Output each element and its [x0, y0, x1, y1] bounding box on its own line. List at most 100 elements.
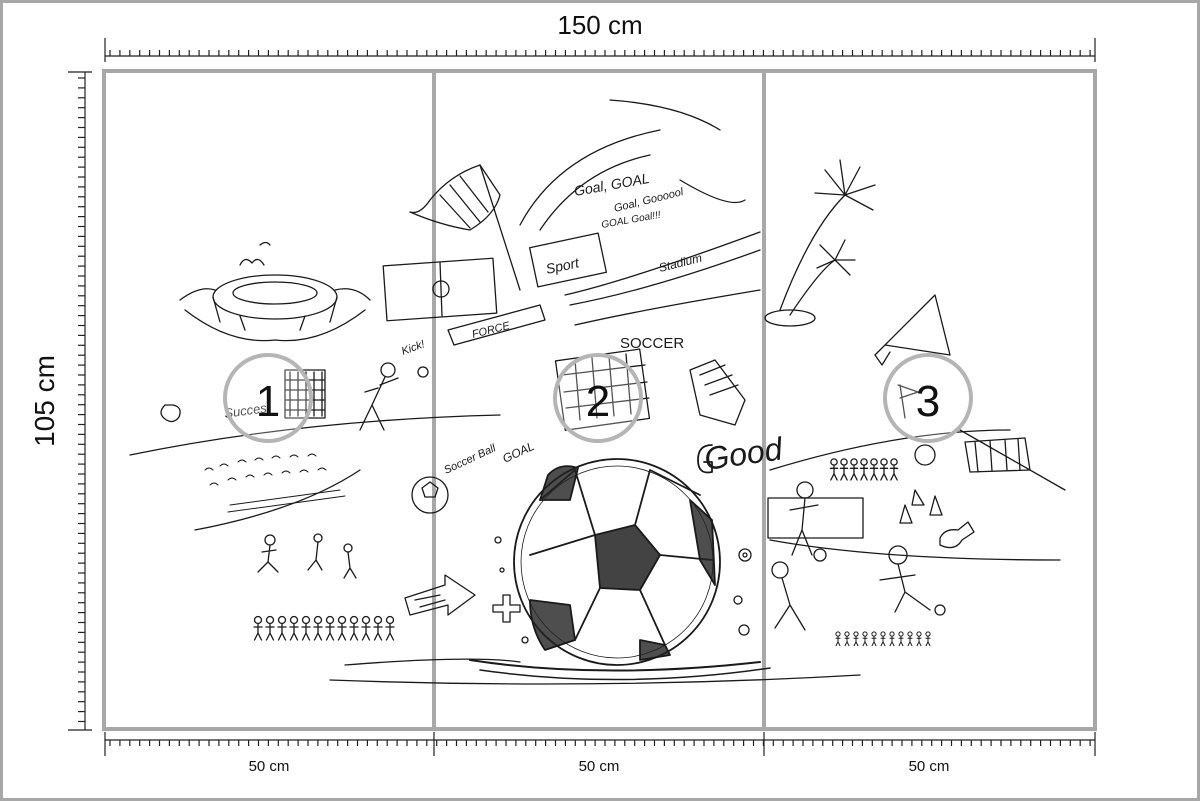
field-line — [769, 429, 1011, 471]
stick-person-head — [325, 615, 335, 625]
stick-person-body — [385, 622, 395, 641]
stick-person-head — [890, 458, 898, 466]
crowd-person-head — [862, 631, 868, 637]
ground-line — [344, 658, 521, 666]
stick-person-head — [373, 615, 383, 625]
force-banner — [447, 304, 546, 346]
goal-text: GOAL — [500, 439, 536, 466]
stick-person-body — [313, 622, 323, 641]
ground-line — [329, 674, 861, 685]
crowd-bottom-right — [835, 631, 931, 647]
crowd-person-body — [862, 636, 868, 647]
first-aid-icon — [492, 594, 521, 623]
stadium-lines — [574, 289, 761, 326]
stick-person-body — [349, 622, 359, 641]
stick-person-head — [277, 615, 287, 625]
boot-lacing — [699, 364, 739, 396]
field-diagram-icon — [382, 257, 498, 322]
ball-shadow — [479, 667, 771, 681]
goal-net-right-icon — [964, 437, 1031, 473]
cloud-doodle — [160, 404, 181, 423]
stick-person-head — [361, 615, 371, 625]
soccer-ball-text: Soccer Ball — [442, 442, 498, 477]
crowd-person-head — [889, 631, 895, 637]
cones-icon — [899, 489, 943, 524]
cheer-lines — [519, 99, 746, 231]
arrow-hatch — [414, 594, 446, 608]
good-text: Good — [702, 430, 786, 477]
stick-person-body — [869, 464, 879, 481]
stick-person-head — [289, 615, 299, 625]
stick-person-head — [880, 458, 888, 466]
crowd-person-body — [871, 636, 877, 647]
stick-person-head — [349, 615, 359, 625]
stick-person-head — [870, 458, 878, 466]
megaphone-icon — [874, 294, 951, 366]
crowd-person-body — [925, 636, 931, 647]
crowd-person-head — [880, 631, 886, 637]
stick-person-body — [253, 622, 263, 641]
stick-person-body — [889, 464, 899, 481]
firework-icon — [764, 159, 876, 327]
stick-person-head — [850, 458, 858, 466]
panel-1-width-label: 50 cm — [248, 758, 290, 775]
crowd-person-head — [916, 631, 922, 637]
force-text: FORCE — [471, 320, 512, 341]
sport-sign — [528, 232, 608, 288]
height-dimension-label: 105 cm — [29, 355, 60, 447]
stick-person-body — [289, 622, 299, 641]
whistle-icon — [939, 521, 975, 549]
panel-3-width-label: 50 cm — [908, 758, 950, 775]
kicker-figure — [359, 362, 429, 431]
debris-doodles — [494, 536, 752, 644]
panel-number-badge-3: 3 — [883, 353, 973, 443]
stick-person-head — [265, 615, 275, 625]
top-ruler — [104, 38, 1096, 62]
crowd-person-body — [916, 636, 922, 647]
cloud-doodle — [239, 241, 271, 266]
stick-person-body — [839, 464, 849, 481]
panel-2-width-label: 50 cm — [578, 758, 620, 775]
arrow-icon — [404, 574, 476, 616]
players-right — [767, 481, 946, 631]
stick-person-body — [849, 464, 859, 481]
crowd-person-body — [880, 636, 886, 647]
stick-people-row — [253, 615, 395, 641]
stick-person-head — [830, 458, 838, 466]
stick-people-row-right — [829, 458, 899, 481]
crowd-person-head — [844, 631, 850, 637]
stick-person-body — [301, 622, 311, 641]
goal-goal-text: Goal, GOAL — [573, 170, 651, 199]
soccer-text: SOCCER — [620, 335, 684, 352]
players-left — [257, 533, 357, 579]
ball-small-left — [411, 476, 449, 514]
stick-person-body — [325, 622, 335, 641]
stick-person-head — [313, 615, 323, 625]
stick-person-head — [301, 615, 311, 625]
boot-icon — [689, 359, 746, 426]
panel-frame — [102, 69, 1097, 731]
stick-person-body — [373, 622, 383, 641]
crowd-person-head — [898, 631, 904, 637]
left-ruler — [68, 71, 92, 731]
field-line — [194, 469, 361, 531]
good-letter — [697, 444, 713, 474]
stick-person-body — [337, 622, 347, 641]
stick-person-body — [859, 464, 869, 481]
flag-icon — [409, 164, 521, 291]
stadium-left-icon — [179, 274, 371, 342]
stick-person-head — [337, 615, 347, 625]
field-line — [769, 539, 1061, 561]
crowd-left — [204, 453, 346, 513]
crowd-person-body — [907, 636, 913, 647]
crowd-person-body — [898, 636, 904, 647]
crowd-person-head — [925, 631, 931, 637]
stadium-lines — [564, 231, 761, 306]
soccer-ball-main-icon — [513, 458, 721, 666]
stick-person-head — [253, 615, 263, 625]
ball-small-right — [914, 444, 936, 466]
stick-person-body — [879, 464, 889, 481]
stick-person-head — [860, 458, 868, 466]
